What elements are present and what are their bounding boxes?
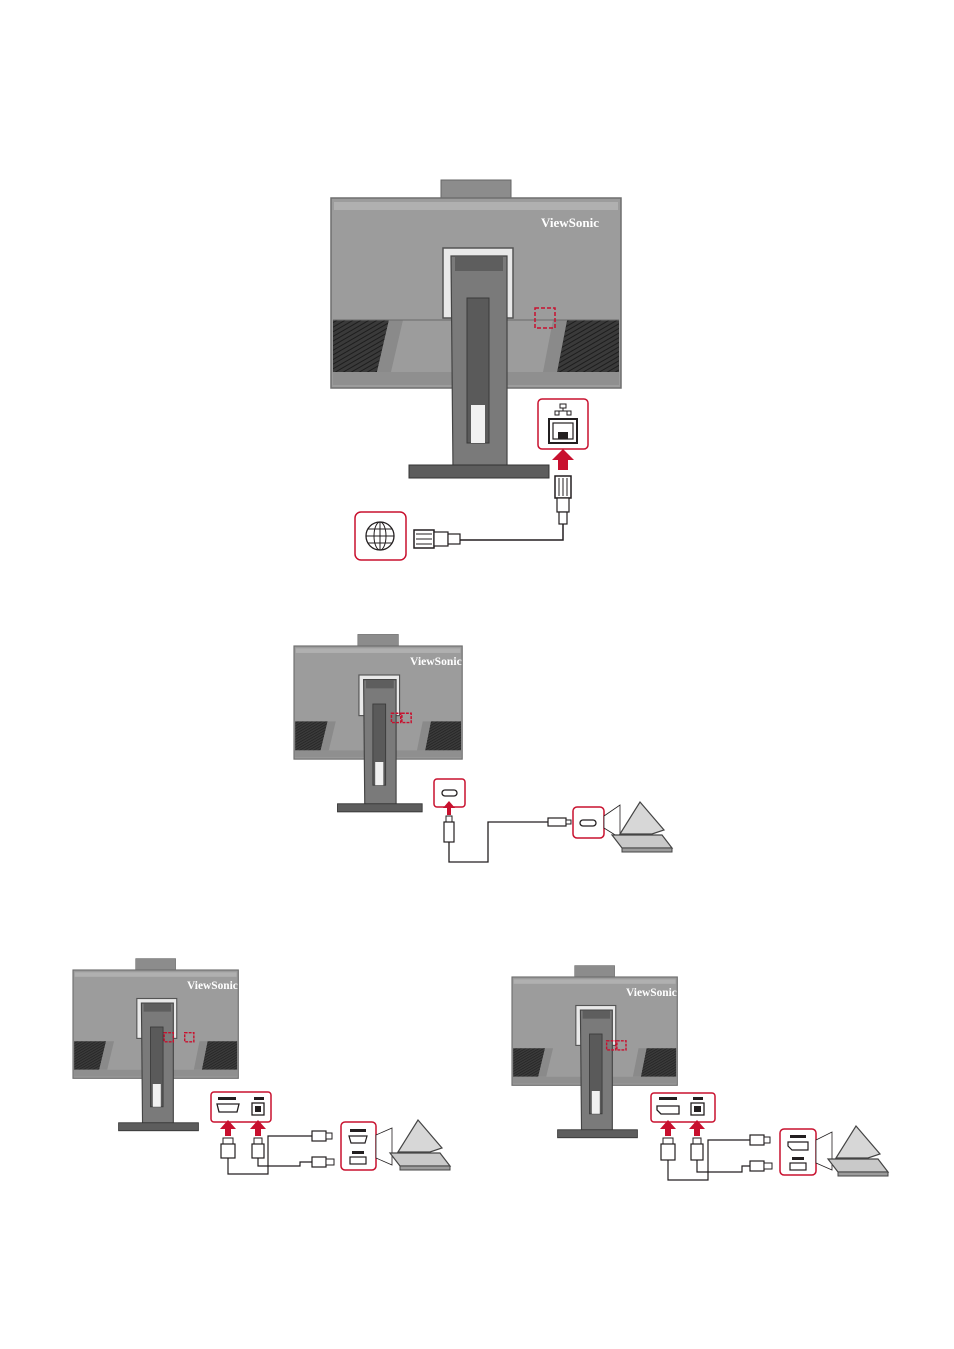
usb-a-plug-icon [750,1161,772,1171]
laptop-icon [828,1126,888,1176]
usb-c-plug-icon [444,816,454,842]
usb-cable [258,1158,312,1166]
hdmi-plug-icon [312,1131,332,1141]
usb-c-port-icon [442,790,457,796]
displayport-cable [668,1140,750,1180]
viewsonic-logo: ViewSonic [187,980,238,992]
globe-icon [366,522,394,550]
viewsonic-logo: ViewSonic [410,655,462,668]
rj45-plug-icon [414,530,460,548]
hdmi-plug-icon [221,1138,235,1158]
figure-rj45-connection: ViewSonic [331,180,621,560]
usb-c-cable [449,822,548,862]
viewsonic-logo: ViewSonic [626,987,677,999]
hdmi-cable [228,1136,312,1174]
hdmi-port-icon [217,1097,239,1112]
insert-arrow [552,449,574,470]
usb-a-plug-icon [312,1157,334,1167]
laptop-icon [612,802,672,852]
usb-a-port-icon [350,1151,366,1164]
displayport-port-icon [657,1097,679,1114]
rj45-jack-icon [549,419,577,443]
usb-b-plug-icon [252,1138,264,1158]
rj45-plug-icon [555,476,571,524]
usb-c-plug-icon [548,818,571,826]
laptop-icon [390,1120,450,1170]
usb-c-port-icon [580,820,596,826]
lan-cable [460,524,563,540]
displayport-plug-icon [661,1138,675,1160]
hdmi-port-icon [349,1129,367,1143]
usb-b-plug-icon [691,1138,703,1160]
displayport-plug-icon [750,1135,770,1145]
viewsonic-logo: ViewSonic [541,215,599,230]
figure-hdmi-connection: ViewSonic [73,959,450,1174]
usb-a-port-icon [790,1157,806,1170]
figure-usb-c-connection: ViewSonic [294,634,672,862]
figure-displayport-connection: ViewSonic [512,966,888,1180]
displayport-port-icon [788,1135,808,1150]
usb-cable [697,1160,750,1172]
